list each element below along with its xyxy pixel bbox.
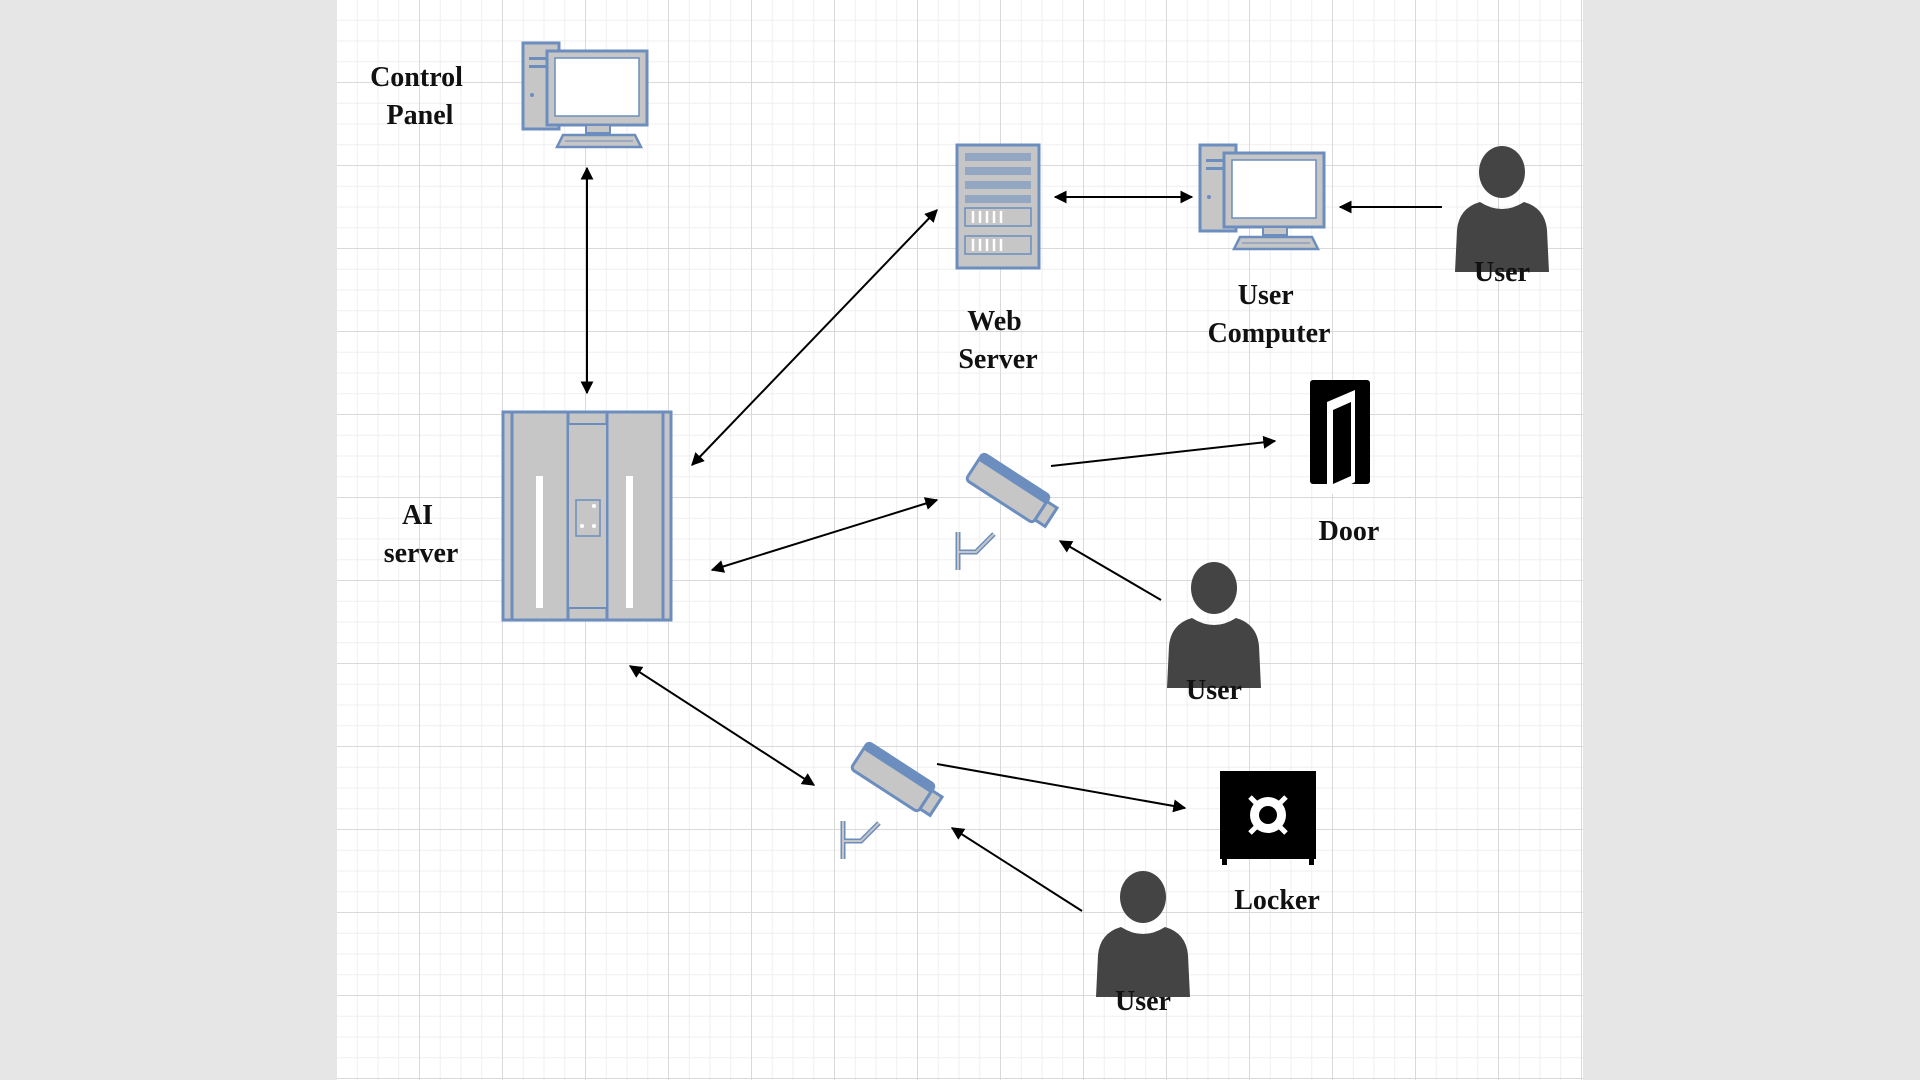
security-camera-icon[interactable]: [843, 742, 945, 859]
user-computer-label: User Computer: [1208, 280, 1331, 349]
control-panel-label: Control Panel: [370, 62, 470, 131]
user-middle-label: User: [1186, 675, 1242, 706]
user-middle-node[interactable]: User: [1167, 562, 1261, 706]
user-computer-node[interactable]: User Computer: [1198, 143, 1331, 349]
door-label: Door: [1319, 516, 1380, 547]
user-icon: [1455, 146, 1549, 272]
user-icon: [1167, 562, 1261, 688]
diagram-svg: Control Panel AI server: [370, 41, 1549, 1017]
locker-label: Locker: [1234, 885, 1320, 916]
door-icon: [1310, 380, 1370, 497]
arrow-camera1-ai-server: [710, 497, 939, 573]
control-panel-node[interactable]: Control Panel: [370, 41, 649, 149]
door-node[interactable]: Door: [1310, 380, 1379, 547]
locker-node[interactable]: Locker: [1220, 771, 1320, 916]
user-bottom-node[interactable]: User: [1096, 871, 1190, 1017]
locker-icon: [1220, 771, 1316, 865]
user-top-label: User: [1474, 257, 1530, 288]
diagram-canvas: Control Panel AI server: [337, 0, 1583, 1080]
arrow-user-to-camera1: [1058, 540, 1162, 601]
arrow-user-to-camera2: [950, 827, 1083, 912]
arrow-camera2-to-locker: [936, 763, 1187, 813]
user-bottom-label: User: [1115, 986, 1171, 1017]
mainframe-icon: [501, 410, 673, 622]
web-server-node[interactable]: Web Server: [955, 143, 1041, 375]
web-server-label: Web Server: [958, 306, 1037, 375]
arrow-web-server-ai-server: [691, 209, 938, 466]
arrow-camera2-ai-server: [628, 665, 816, 786]
user-top-node[interactable]: User: [1455, 146, 1549, 288]
security-camera-icon[interactable]: [958, 453, 1060, 570]
ai-server-label: AI server: [384, 500, 459, 569]
ai-server-node[interactable]: AI server: [384, 410, 673, 622]
desktop-computer-icon: [521, 41, 649, 149]
server-rack-icon: [955, 143, 1041, 270]
arrow-camera1-to-door: [1050, 435, 1277, 467]
desktop-computer-icon: [1198, 143, 1326, 251]
user-icon: [1096, 871, 1190, 997]
